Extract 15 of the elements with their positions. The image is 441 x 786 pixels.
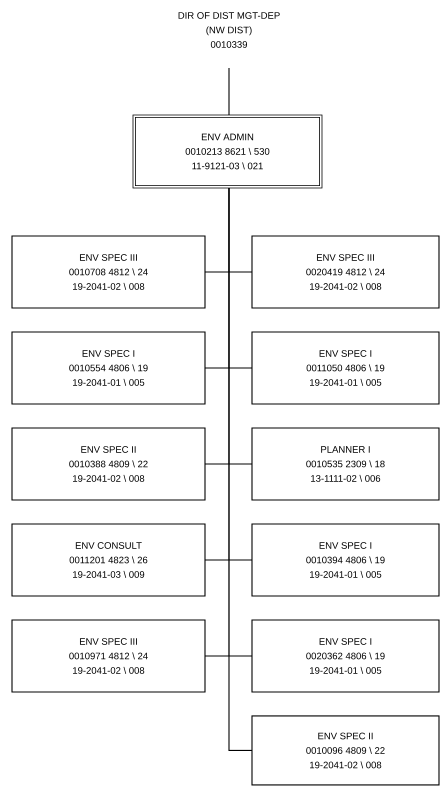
position-box: ENV SPEC III 0020419 4812 \ 24 19-2041-02 \ 008 bbox=[251, 235, 440, 309]
title-text: DIR OF DIST MGT-DEP (NW DIST) 0010339 bbox=[178, 12, 280, 48]
position-box: ENV CONSULT 0011201 4823 \ 26 19-2041-03 \ 009 bbox=[11, 523, 206, 597]
position-box: ENV SPEC I 0010554 4806 \ 19 19-2041-01 \ 005 bbox=[11, 331, 206, 405]
position-box: ENV SPEC III 0010708 4812 \ 24 19-2041-02 \ 008 bbox=[11, 235, 206, 309]
position-box: PLANNER I 0010535 2309 \ 18 13-1111-02 \ 006 bbox=[251, 427, 440, 501]
position-box: ENV ADMIN 0010213 8621 \ 530 11-9121-03 \ 021 bbox=[132, 114, 322, 188]
position-box: ENV SPEC II 0010388 4809 \ 22 19-2041-02 \ 008 bbox=[11, 427, 206, 501]
position-box: ENV SPEC I 0011050 4806 \ 19 19-2041-01 \ 005 bbox=[251, 331, 440, 405]
position-box: ENV SPEC III 0010971 4812 \ 24 19-2041-02 \ 008 bbox=[11, 619, 206, 693]
position-box: ENV SPEC I 0020362 4806 \ 19 19-2041-01 \ 005 bbox=[251, 619, 440, 693]
position-box: ENV SPEC I 0010394 4806 \ 19 19-2041-01 \ 005 bbox=[251, 523, 440, 597]
position-box: ENV SPEC II 0010096 4809 \ 22 19-2041-02 \ 008 bbox=[251, 715, 440, 786]
connector-line bbox=[228, 68, 230, 115]
connector-line bbox=[228, 188, 252, 752]
